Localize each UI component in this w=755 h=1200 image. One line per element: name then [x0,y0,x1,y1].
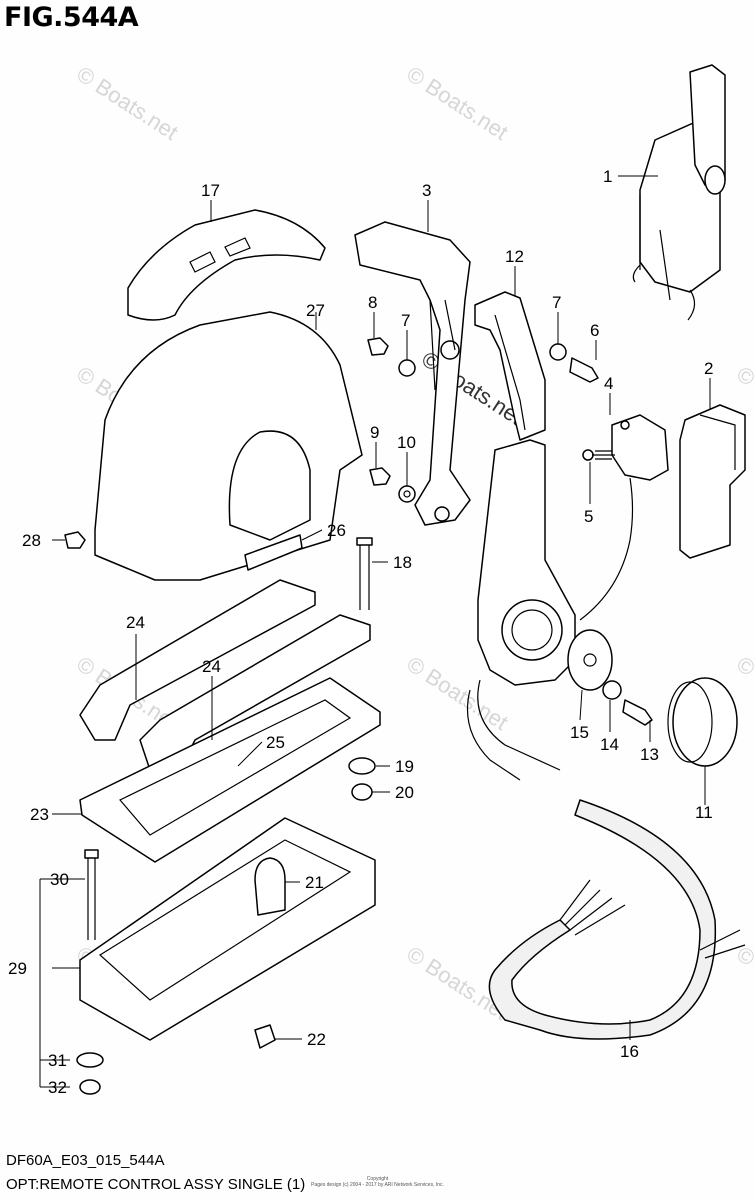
part-19-washer [348,757,376,775]
part-9-bolt [369,467,391,486]
part-3-lever-arm [354,221,471,526]
callout-13: 13 [640,745,659,764]
callout-25: 25 [266,733,285,752]
copyright-notice: Pages design (c) 2004 - 2017 by ARI Netw… [311,1182,444,1188]
callout-7-left: 7 [401,311,410,330]
callout-10: 10 [397,433,416,452]
part-4-switch [579,414,669,621]
part-7-washer [398,343,567,377]
callout-14: 14 [600,735,619,754]
part-17-top-cover [127,209,326,321]
callout-9: 9 [370,423,379,442]
figure-code: DF60A_E03_015_544A [6,1152,165,1169]
part-5-screw [582,449,615,461]
part-10-washer [398,485,416,503]
callout-26: 26 [327,521,346,540]
part-23-gasket [79,677,381,863]
figure-title: FIG.544A [4,2,139,33]
callout-7-right: 7 [552,293,561,312]
callout-2: 2 [704,359,713,378]
callout-28: 28 [22,531,41,550]
copyright-label: Copyright [366,1176,389,1182]
part-27-housing [94,311,363,581]
part-6-screw [569,357,599,383]
callout-23: 23 [30,805,49,824]
part-28-screw [64,531,86,549]
callout-27: 27 [306,301,325,320]
part-15-plate [567,629,613,691]
part-20-nut [351,783,373,801]
part-31-washer [76,1052,104,1068]
watermark: © Boats.net [732,941,755,1025]
part-32-nut [79,1079,101,1095]
part-24-bracket-upper [79,579,316,741]
callout-1: 1 [603,167,612,186]
callout-18: 18 [393,553,412,572]
callout-24-upper: 24 [126,613,145,632]
callout-22: 22 [307,1030,326,1049]
part-26-plate [244,534,303,571]
part-main-control-body [477,439,576,686]
callout-labels: 1 2 3 4 5 6 7 7 8 9 10 11 12 13 14 15 16… [8,167,713,1097]
leader-lines [39,175,711,1088]
callout-29: 29 [8,959,27,978]
callout-24-lower: 24 [202,657,221,676]
part-22-clip [254,1024,276,1049]
callout-21: 21 [305,873,324,892]
callout-3: 3 [422,181,431,200]
part-11-knob [667,677,738,767]
figure-description: OPT:REMOTE CONTROL ASSY SINGLE (1) [6,1176,306,1193]
part-8-bolt [367,337,389,356]
part-2-cover [679,404,746,559]
callout-17: 17 [201,181,220,200]
part-18-bolt [356,537,373,610]
part-14-washer [602,680,622,700]
part-21-clip [254,857,286,916]
callout-30: 30 [50,870,69,889]
part-13-screw [622,699,653,726]
part-16-wire-harness [466,679,746,1040]
callout-16: 16 [620,1042,639,1061]
watermark: © Boats.net [72,61,182,145]
callout-6: 6 [590,321,599,340]
callout-8: 8 [368,293,377,312]
callout-11: 11 [695,803,713,822]
callout-31: 31 [48,1051,67,1070]
part-30-screw [84,849,99,940]
callout-15: 15 [570,723,589,742]
part-1-remote-control-lever [632,64,726,321]
callout-20: 20 [395,783,414,802]
watermark: © Boats.net [402,61,512,145]
callout-4: 4 [604,374,613,393]
callout-19: 19 [395,757,414,776]
callout-5: 5 [584,507,593,526]
part-29-base-frame [79,817,376,1041]
callout-12: 12 [505,247,524,266]
callout-32: 32 [48,1078,67,1097]
